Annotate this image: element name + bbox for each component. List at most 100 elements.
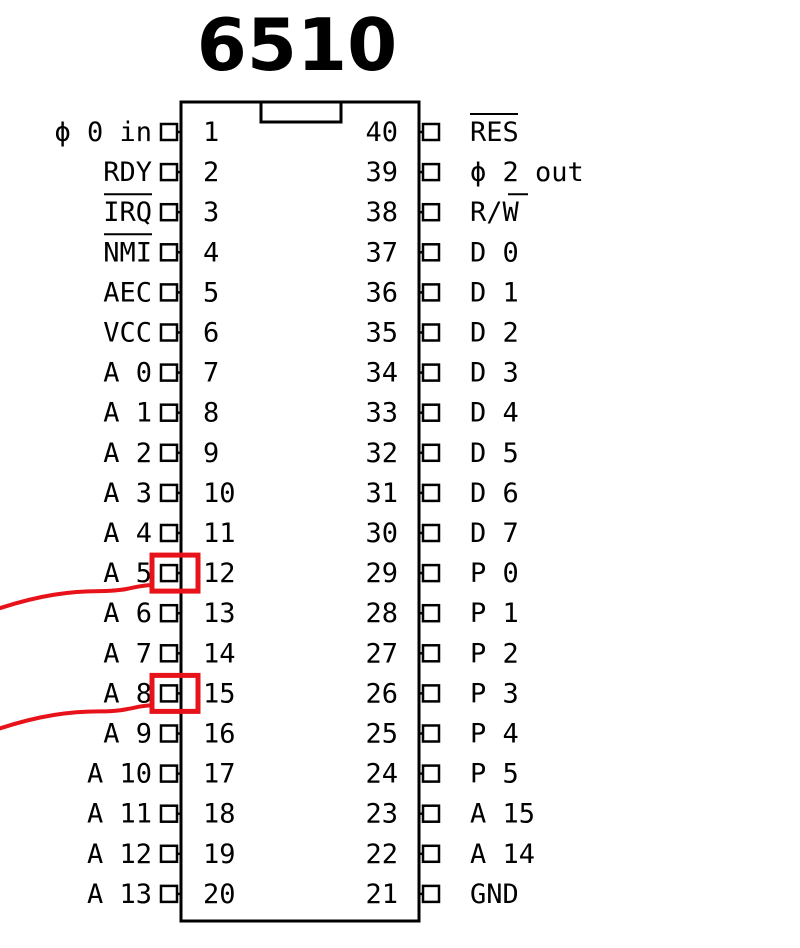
pin-23-number: 23 (365, 799, 398, 830)
pin-21-number: 21 (365, 879, 398, 910)
pin-29-label: P 0 (470, 558, 519, 589)
wire-pin-12 (0, 583, 154, 611)
pin-14-number: 14 (203, 638, 236, 669)
pin-13-pad (159, 603, 179, 623)
pin-29-pad (421, 563, 441, 583)
pin-33-label: D 4 (470, 398, 519, 429)
pin-13-label: A 6 (103, 598, 152, 629)
pin-38-number: 38 (365, 197, 398, 228)
pin-8-pad (159, 403, 179, 422)
pin-22-number: 22 (365, 839, 398, 870)
pin-4-number: 4 (203, 237, 219, 268)
wires-layer (0, 552, 201, 731)
pin-35-number: 35 (365, 318, 398, 349)
pin-24-number: 24 (365, 759, 398, 790)
pin-19-pad (159, 844, 179, 864)
pin-18-label: A 11 (87, 799, 152, 830)
pin-1-pad (159, 122, 179, 142)
pin-27-number: 27 (365, 638, 398, 669)
pin-10-label: A 3 (103, 478, 152, 509)
pin-3-pad (159, 202, 179, 222)
pin-37-label: D 0 (470, 237, 519, 268)
pin-15-number: 15 (203, 678, 236, 709)
pin-30-label: D 7 (470, 518, 519, 549)
pin-8-number: 8 (203, 398, 219, 429)
pin-11-label: A 4 (103, 518, 152, 549)
pin-22-label: A 14 (470, 839, 535, 870)
pin-30-number: 30 (365, 518, 398, 549)
pin-23-pad (421, 804, 441, 823)
pin-34-number: 34 (365, 358, 398, 389)
pin-20-number: 20 (203, 879, 236, 910)
pin-20-label: A 13 (87, 879, 152, 910)
pin-24-label: P 5 (470, 759, 519, 790)
pin-21-pad (421, 884, 441, 904)
pin-19-label: A 12 (87, 839, 152, 870)
pin-19-number: 19 (203, 839, 236, 870)
pin-37-pad (421, 243, 441, 262)
pin-15-pad (159, 684, 179, 703)
pin-39-pad (421, 162, 441, 182)
pin-10-pad (159, 483, 179, 503)
pin-25-number: 25 (365, 719, 398, 750)
pin-36-pad (421, 283, 441, 302)
pin-12-number: 12 (203, 558, 236, 589)
pin-25-label: P 4 (470, 719, 519, 750)
highlight-box-pin-15 (149, 672, 201, 714)
pin-32-pad (421, 443, 441, 463)
pin-8-label: A 1 (103, 398, 152, 429)
pin-2-number: 2 (203, 157, 219, 188)
pin-13-number: 13 (203, 598, 236, 629)
pin-17-pad (159, 764, 179, 783)
pin-38-pad (421, 202, 441, 222)
pin-9-label: A 2 (103, 438, 152, 469)
pin-3-number: 3 (203, 197, 219, 228)
pin-10-number: 10 (203, 478, 236, 509)
pin-31-label: D 6 (470, 478, 519, 509)
pin-38-label: R/W (470, 197, 520, 228)
pin-30-pad (421, 523, 441, 543)
pin-24-pad (421, 764, 441, 783)
wire-pin-15 (0, 703, 154, 731)
pin-5-pad (159, 283, 179, 302)
pin-27-label: P 2 (470, 638, 519, 669)
pin-34-label: D 3 (470, 358, 519, 389)
pin-26-pad (421, 684, 441, 703)
pin-4-pad (159, 243, 179, 262)
pin-40-pad (421, 122, 441, 142)
chip-title: 6510 (197, 3, 397, 87)
pin-2-pad (159, 162, 179, 182)
pin-40-number: 40 (365, 117, 398, 148)
pin-36-number: 36 (365, 277, 398, 308)
pin-33-number: 33 (365, 398, 398, 429)
pin-3-label: IRQ (103, 197, 152, 228)
pin-26-number: 26 (365, 678, 398, 709)
pin-6-number: 6 (203, 318, 219, 349)
pin-33-pad (421, 403, 441, 422)
pin-26-label: P 3 (470, 678, 519, 709)
pin-21-label: GND (470, 879, 519, 910)
pin-36-label: D 1 (470, 277, 519, 308)
pin-7-number: 7 (203, 358, 219, 389)
pin-22-pad (421, 844, 441, 864)
pin-12-pad (159, 563, 179, 583)
pin-32-number: 32 (365, 438, 398, 469)
highlight-box-pin-12 (149, 552, 201, 594)
pin-16-pad (159, 724, 179, 743)
pin-6-pad (159, 323, 179, 342)
pin-9-number: 9 (203, 438, 219, 469)
pin-25-pad (421, 724, 441, 743)
pin-14-label: A 7 (103, 638, 152, 669)
pin-31-number: 31 (365, 478, 398, 509)
pin-5-label: AEC (103, 277, 152, 308)
pin-18-pad (159, 804, 179, 823)
pin-5-number: 5 (203, 277, 219, 308)
pin-6-label: VCC (103, 318, 152, 349)
pin-1-label: ϕ 0 in (54, 117, 152, 148)
pin-17-label: A 10 (87, 759, 152, 790)
pin-39-number: 39 (365, 157, 398, 188)
pin-35-pad (421, 323, 441, 342)
pin-17-number: 17 (203, 759, 236, 790)
